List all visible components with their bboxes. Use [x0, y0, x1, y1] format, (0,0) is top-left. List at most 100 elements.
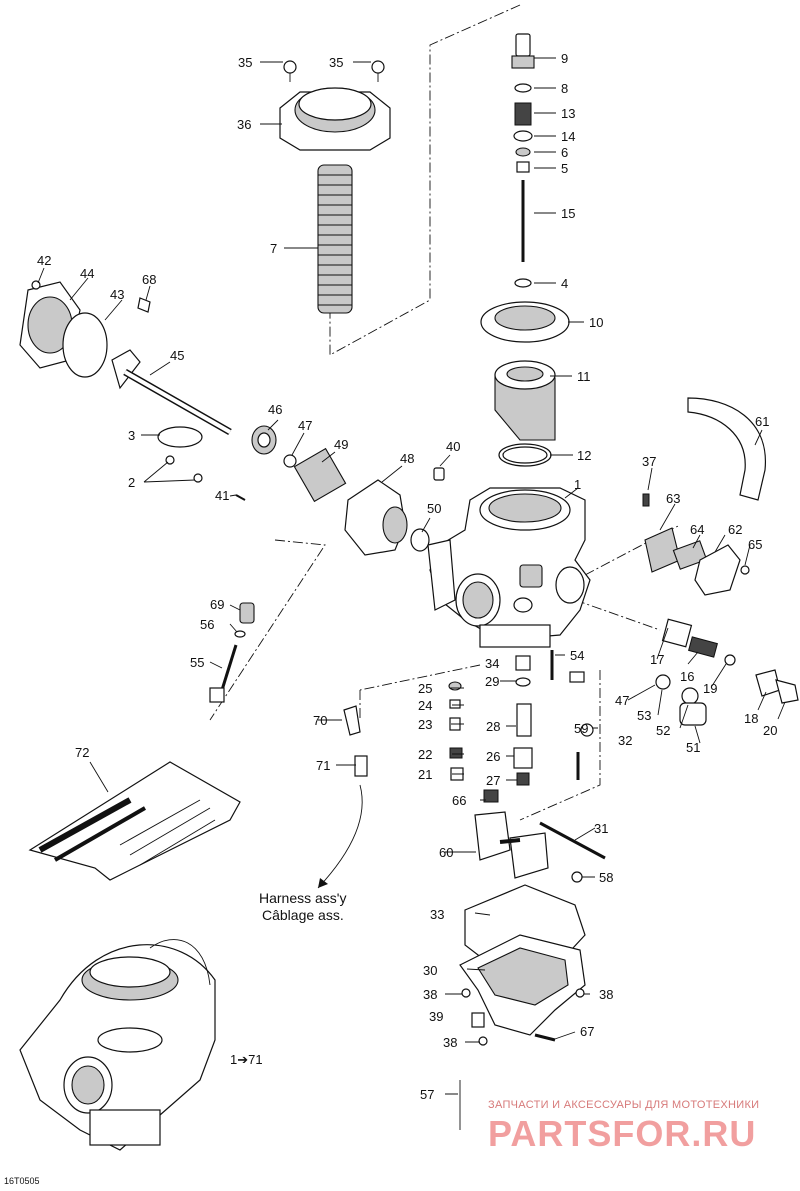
callout-71: 71 [316, 758, 330, 773]
pilot-screw-set [569, 671, 585, 683]
float-bowl-30 [459, 934, 586, 1036]
callout-1: 1 [574, 477, 581, 492]
figure-code: 16T0505 [4, 1176, 40, 1186]
clip-39 [471, 1012, 485, 1028]
callout-12: 12 [577, 448, 591, 463]
callout-24: 24 [418, 698, 432, 713]
watermark-logo: PARTSFOR.RU [488, 1113, 756, 1154]
callout-32: 32 [618, 733, 632, 748]
callout-9: 9 [561, 51, 568, 66]
gasket-43 [62, 312, 108, 378]
callout-54: 54 [570, 648, 584, 663]
range-label: 1➔71 [230, 1052, 263, 1067]
callout-numbers: 9 8 13 14 6 5 15 4 10 11 12 35 35 36 7 4… [37, 51, 777, 1102]
callout-45: 45 [170, 348, 184, 363]
callout-64: 64 [690, 522, 704, 537]
callout-23: 23 [418, 717, 432, 732]
washer-24 [449, 699, 461, 709]
ring-52 [681, 687, 699, 705]
callout-8: 8 [561, 81, 568, 96]
callout-67: 67 [580, 1024, 594, 1039]
jet-66 [483, 789, 499, 803]
callout-47a: 47 [298, 418, 312, 433]
jet-34 [515, 655, 531, 671]
callout-70: 70 [313, 713, 327, 728]
callout-25: 25 [418, 681, 432, 696]
callout-33: 33 [430, 907, 444, 922]
sensor-dashed-line [359, 664, 481, 691]
cap-51 [679, 702, 707, 726]
o-ring-29 [515, 677, 531, 687]
callout-60: 60 [439, 845, 453, 860]
needle-stack [511, 33, 535, 288]
callout-65: 65 [748, 537, 762, 552]
callout-38b: 38 [599, 987, 613, 1002]
screw-65 [740, 565, 750, 575]
callout-35b: 35 [329, 55, 343, 70]
callout-34: 34 [485, 656, 499, 671]
callout-22: 22 [418, 747, 432, 762]
callout-43: 43 [110, 287, 124, 302]
washer-47 [283, 454, 297, 468]
callout-51: 51 [686, 740, 700, 755]
spring-64 [672, 540, 708, 570]
callout-30: 30 [423, 963, 437, 978]
screw-55 [209, 644, 238, 703]
callout-27: 27 [486, 773, 500, 788]
callout-42: 42 [37, 253, 51, 268]
spring-7 [317, 164, 353, 314]
holder-26 [513, 747, 533, 769]
callout-56: 56 [200, 617, 214, 632]
plate-3 [157, 426, 203, 448]
callout-52: 52 [656, 723, 670, 738]
harness-arrow-head [318, 878, 328, 888]
float-60 [474, 811, 549, 879]
sensor-71 [354, 755, 368, 777]
callout-29: 29 [485, 674, 499, 689]
callout-11: 11 [577, 369, 591, 384]
callout-17: 17 [650, 652, 664, 667]
needle-jet-28 [516, 703, 532, 737]
callout-38a: 38 [423, 987, 437, 1002]
callout-10: 10 [589, 315, 603, 330]
callout-2: 2 [128, 475, 135, 490]
top-group-dashed-line [329, 4, 521, 356]
callout-40: 40 [446, 439, 460, 454]
callout-14: 14 [561, 129, 575, 144]
screw-38a [461, 988, 471, 998]
washer-19 [724, 654, 736, 666]
callout-53: 53 [637, 708, 651, 723]
o-ring-50 [410, 528, 430, 552]
callout-37: 37 [642, 454, 656, 469]
callout-46: 46 [268, 402, 282, 417]
cap-20 [775, 679, 799, 704]
callout-26: 26 [486, 749, 500, 764]
top-cap-assembly [279, 60, 391, 151]
callout-44: 44 [80, 266, 94, 281]
pin-31 [539, 821, 606, 860]
callout-35a: 35 [238, 55, 252, 70]
screw-37 [642, 493, 650, 507]
callout-39: 39 [429, 1009, 443, 1024]
jet-template-72 [28, 761, 241, 881]
shaft-45 [111, 349, 232, 436]
callout-38c: 38 [443, 1035, 457, 1050]
callout-18: 18 [744, 711, 758, 726]
seal-46 [251, 425, 277, 455]
callout-41: 41 [215, 488, 229, 503]
callout-62: 62 [728, 522, 742, 537]
spring-16 [688, 636, 718, 658]
cover-62 [694, 544, 741, 596]
jet-27 [516, 772, 530, 786]
sensor-70 [343, 705, 361, 736]
jet-22 [449, 747, 463, 759]
harness-label-line1: Harness ass'y [259, 890, 346, 906]
cap-40 [433, 467, 445, 481]
callout-31: 31 [594, 821, 608, 836]
callout-58: 58 [599, 870, 613, 885]
screw-41 [235, 494, 246, 501]
right-group-dashed-line [574, 599, 661, 631]
callout-68: 68 [142, 272, 156, 287]
